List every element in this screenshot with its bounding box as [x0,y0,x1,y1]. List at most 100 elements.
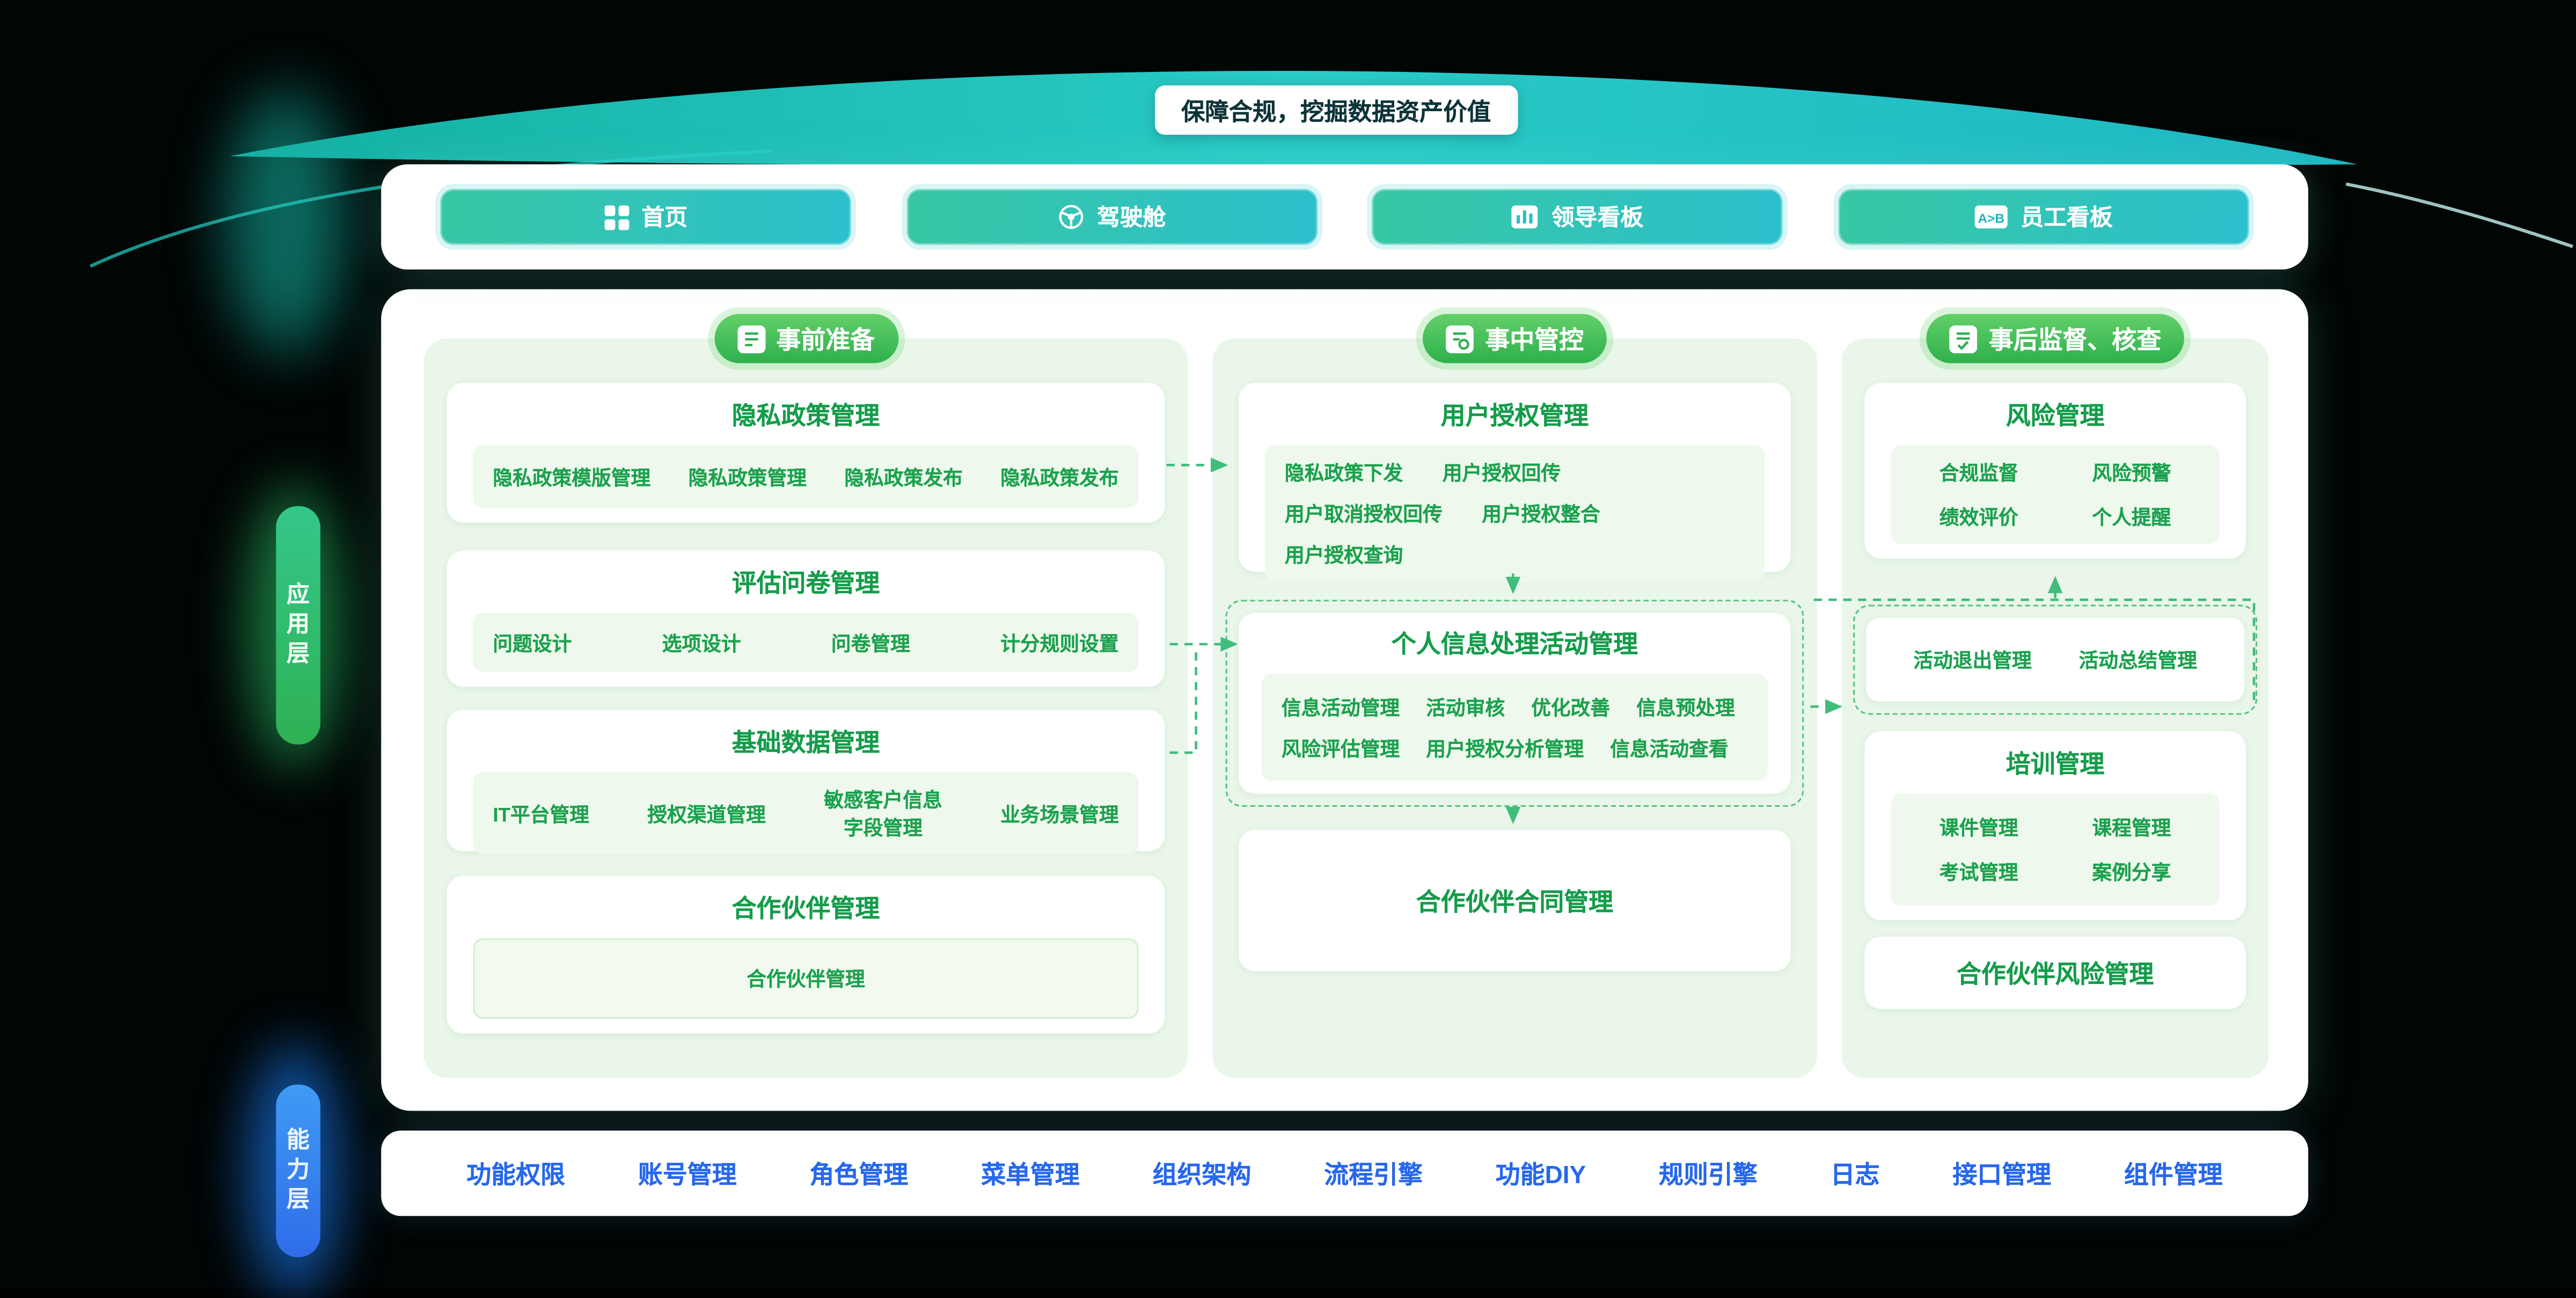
column-header-label: 事前准备 [776,326,875,354]
document-edit-icon [736,324,765,353]
dashed-group-activity-exit: 活动退出管理 活动总结管理 [1853,604,2258,715]
card-title: 用户授权管理 [1440,402,1589,431]
card-title: 个人信息处理活动管理 [1391,631,1638,659]
feature-group: 问题设计 选项设计 问卷管理 计分规则设置 [473,612,1139,673]
capability-item-logs[interactable]: 日志 [1830,1161,1880,1189]
card-title: 风险管理 [2006,402,2105,431]
capability-item-components[interactable]: 组件管理 [2124,1161,2223,1189]
card-title: 合作伙伴管理 [731,895,880,924]
column-in-process-control: 事中管控 用户授权管理 隐私政策下发 用户授权回传 用户取消授权回传 用户授权整… [1212,313,1817,1078]
feature-item: 合规监督 [1939,462,2018,485]
capability-bar: 功能权限 账号管理 角色管理 菜单管理 组织架构 流程引擎 功能DIY 规则引擎… [381,1131,2309,1216]
card-title: 培训管理 [2006,750,2105,779]
feature-item: 隐私政策模版管理 [493,465,651,489]
module-card-privacy-policy: 隐私政策管理 隐私政策模版管理 隐私政策管理 隐私政策发布 隐私政策发布 [447,383,1165,523]
feature-item: 隐私政策发布 [844,465,963,489]
module-card-questionnaire: 评估问卷管理 问题设计 选项设计 问卷管理 计分规则设置 [447,550,1165,687]
feature-item: 业务场景管理 [1000,803,1119,826]
column-pre-preparation: 事前准备 隐私政策管理 隐私政策模版管理 隐私政策管理 隐私政策发布 隐私政策发… [423,313,1188,1078]
nav-button-leader-board[interactable]: 领导看板 [1372,189,1783,245]
layer-label-application: 应用层 [276,506,320,745]
nav-button-label: 驾驶舱 [1096,203,1166,230]
feature-item: 选项设计 [662,632,741,655]
capability-item-rules[interactable]: 规则引擎 [1659,1161,1758,1189]
feature-item: 隐私政策下发 [1284,462,1403,485]
feature-item: 信息预处理 [1636,696,1735,719]
bar-chart-icon [1512,205,1539,229]
capability-item-accounts[interactable]: 账号管理 [638,1161,737,1189]
feature-item: 敏感客户信息 字段管理 [824,789,942,840]
document-check-icon [1949,324,1978,353]
column-header-label: 事后监督、核查 [1988,326,2162,354]
nav-button-home[interactable]: 首页 [440,189,851,245]
feature-group: 合规监督 风险预警 绩效评价 个人提醒 [1891,445,2220,544]
feature-item: 隐私政策发布 [1000,465,1119,489]
module-card-risk-mgmt: 风险管理 合规监督 风险预警 绩效评价 个人提醒 [1864,383,2246,559]
capability-item-api[interactable]: 接口管理 [1952,1161,2052,1189]
feature-item: 问卷管理 [831,632,910,655]
feature-group: IT平台管理 授权渠道管理 敏感客户信息 字段管理 业务场景管理 [473,772,1139,855]
card-title: 评估问卷管理 [731,570,880,599]
feature-item: 活动审核 [1426,696,1505,719]
svg-text:A>B: A>B [1978,212,2004,226]
steering-wheel-icon [1057,204,1084,230]
feature-item: 授权渠道管理 [647,803,766,826]
nav-button-label: 员工看板 [2021,203,2113,230]
feature-item: 问题设计 [493,632,572,655]
dashed-group-processing-activities: 个人信息处理活动管理 信息活动管理 活动审核 优化改善 信息预处理 风险评估管理… [1225,600,1804,807]
column-header-label: 事中管控 [1485,326,1584,354]
nav-button-cockpit[interactable]: 驾驶舱 [906,189,1318,245]
capability-item-roles[interactable]: 角色管理 [809,1161,909,1189]
module-card-base-data: 基础数据管理 IT平台管理 授权渠道管理 敏感客户信息 字段管理 业务场景管理 [447,710,1165,855]
module-card-training: 培训管理 课件管理 课程管理 考试管理 案例分享 [1864,731,2246,921]
feature-item: 考试管理 [1939,861,2018,884]
module-card-partner-contract: 合作伙伴合同管理 [1239,829,1791,972]
module-card-partner-mgmt: 合作伙伴管理 合作伙伴管理 [447,876,1165,1034]
feature-item: 优化改善 [1531,696,1611,719]
capability-item-permissions[interactable]: 功能权限 [466,1161,566,1189]
card-title: 隐私政策管理 [731,402,880,431]
nav-button-label: 领导看板 [1551,203,1644,230]
feature-item: IT平台管理 [493,803,589,826]
document-gear-icon [1445,324,1474,353]
feature-item: 个人提醒 [2092,506,2171,529]
nav-button-staff-board[interactable]: A>B 员工看板 [1838,189,2249,245]
feature-group: 信息活动管理 活动审核 优化改善 信息预处理 风险评估管理 用户授权分析管理 信… [1262,674,1768,781]
capability-item-menus[interactable]: 菜单管理 [981,1161,1080,1189]
feature-item: 案例分享 [2092,861,2171,884]
column-header-pill: 事前准备 [714,313,898,363]
top-nav-bar: 首页 驾驶舱 领导看板 A>B 员工看板 [381,164,2309,270]
banner-title: 保障合规，挖掘数据资产价值 [1155,85,1518,135]
module-card-partner-risk: 合作伙伴风险管理 [1864,936,2246,1009]
feature-item: 合作伙伴管理 [747,968,865,991]
feature-item: 绩效评价 [1939,506,2018,529]
capability-item-diy[interactable]: 功能DIY [1495,1161,1586,1189]
capability-item-workflow[interactable]: 流程引擎 [1324,1161,1423,1189]
feature-item: 信息活动管理 [1281,696,1400,719]
feature-item: 用户授权回传 [1442,462,1561,485]
ab-compare-icon: A>B [1974,205,2008,229]
feature-item: 课件管理 [1939,816,2018,840]
feature-item: 活动总结管理 [2079,649,2197,673]
feature-group: 课件管理 课程管理 考试管理 案例分享 [1891,793,2220,906]
capability-item-org[interactable]: 组织架构 [1152,1161,1252,1189]
banner-title-text: 保障合规，挖掘数据资产价值 [1181,99,1491,126]
feature-group: 活动退出管理 活动总结管理 [1866,618,2244,702]
feature-group: 隐私政策模版管理 隐私政策管理 隐私政策发布 隐私政策发布 [473,445,1139,508]
nav-button-label: 首页 [641,203,688,230]
card-title: 合作伙伴合同管理 [1416,888,1614,916]
feature-item: 风险评估管理 [1281,736,1400,760]
card-title: 基础数据管理 [731,730,880,758]
feature-item: 课程管理 [2092,816,2171,840]
feature-group: 隐私政策下发 用户授权回传 用户取消授权回传 用户授权整合 用户授权查询 [1265,445,1765,582]
feature-item: 用户授权查询 [1284,544,1403,567]
grid-icon [603,205,628,230]
feature-item: 用户授权整合 [1482,502,1600,526]
column-header-pill: 事中管控 [1422,313,1607,363]
feature-item: 隐私政策管理 [688,465,807,489]
card-title: 合作伙伴风险管理 [1956,960,2154,989]
feature-item: 用户取消授权回传 [1284,502,1443,526]
layer-label-text: 应用层 [285,581,312,670]
module-card-processing-activities: 个人信息处理活动管理 信息活动管理 活动审核 优化改善 信息预处理 风险评估管理… [1239,612,1791,794]
